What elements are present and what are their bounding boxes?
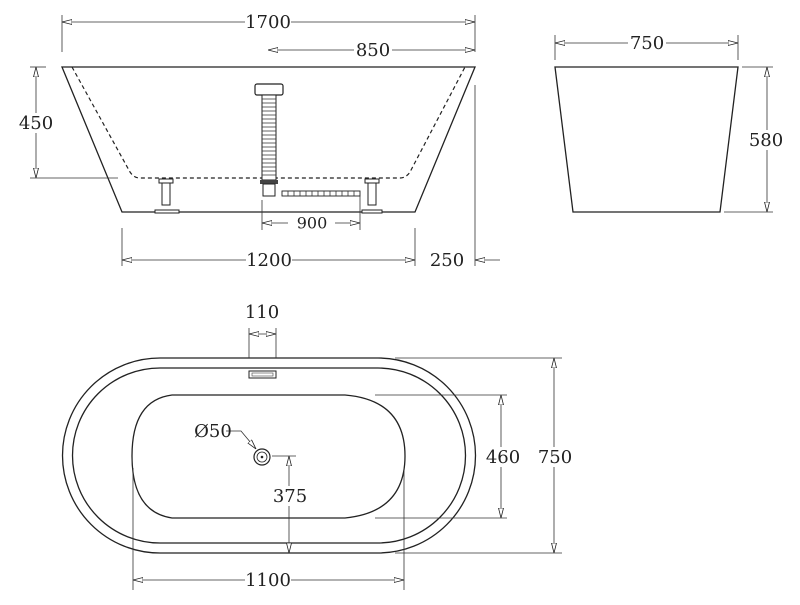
plan-view: 110 Ø50 375 460 750 1100 <box>61 302 574 591</box>
dimension-label-375: 375 <box>273 486 307 507</box>
right-foot <box>361 178 383 214</box>
dimension-label-diameter: Ø50 <box>194 421 232 442</box>
tub-rim-inner <box>71 367 467 544</box>
side-view: 750 580 <box>554 33 786 213</box>
dimension-label-460: 460 <box>486 447 520 468</box>
tub-outline-plan <box>61 357 477 554</box>
left-foot <box>154 178 180 214</box>
tub-outline-front <box>61 66 476 213</box>
dimension-label-580: 580 <box>749 130 783 151</box>
dimension-label-850: 850 <box>356 40 390 61</box>
drain-pipe <box>254 83 361 197</box>
tub-outline-side <box>554 66 739 213</box>
front-view: 1700 850 450 <box>18 12 500 271</box>
dimension-label-1200: 1200 <box>246 250 292 271</box>
dimension-label-750-plan: 750 <box>538 447 572 468</box>
dimension-label-450: 450 <box>19 113 53 134</box>
dimension-label-750: 750 <box>630 33 664 54</box>
dimension-label-1100: 1100 <box>245 570 291 591</box>
dimension-label-110: 110 <box>245 302 279 323</box>
dimension-label-1700: 1700 <box>245 12 291 33</box>
dimension-label-900: 900 <box>297 214 328 233</box>
dimension-label-250: 250 <box>430 250 464 271</box>
drain-leader-line <box>226 430 256 449</box>
basin-outline <box>131 394 406 519</box>
